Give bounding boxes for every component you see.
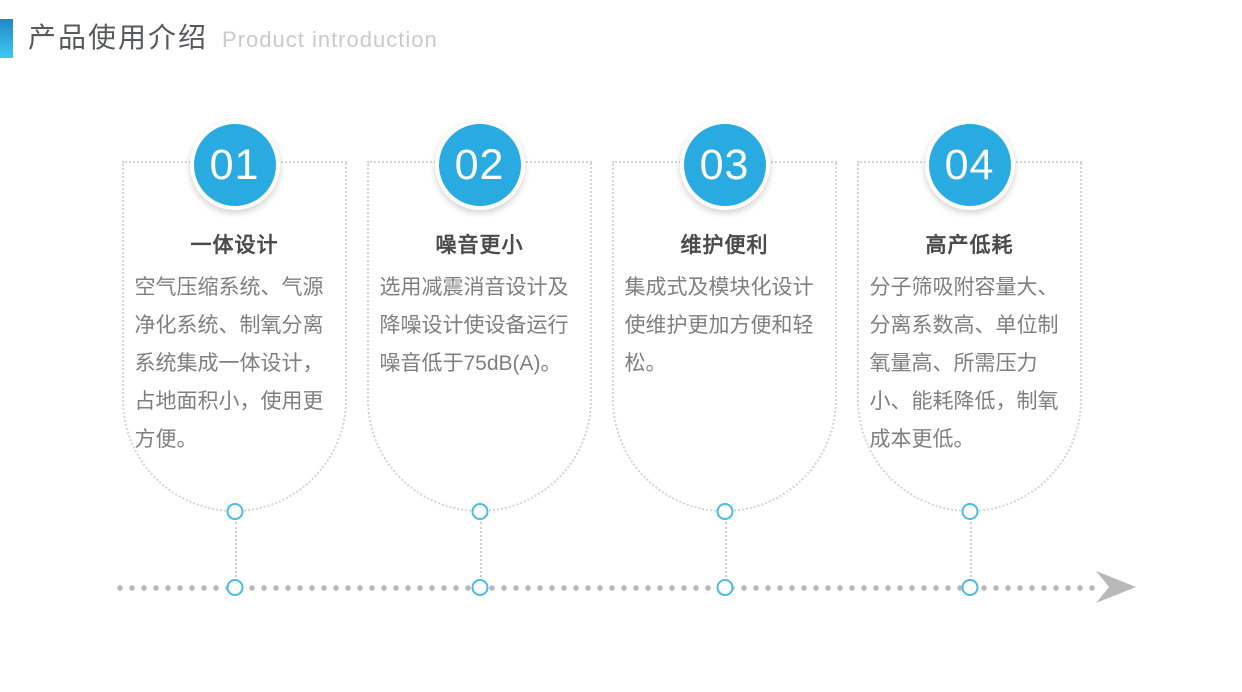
- step-card-title: 噪音更小: [435, 234, 524, 257]
- step-number: 02: [454, 140, 505, 189]
- step-number-badge: 04: [924, 120, 1015, 210]
- slide-header: 产品使用介绍 Product introduction: [28, 16, 438, 56]
- page-subtitle: Product introduction: [222, 27, 438, 52]
- step-card-body: 空气压缩系统、气源净化系统、制氧分离系统集成一体设计，占地面积小，使用更方便。: [134, 276, 324, 451]
- connector-dotted-line: [479, 522, 482, 577]
- step-card-body: 选用减震消音设计及降噪设计使设备运行噪音低于75dB(A)。: [379, 276, 569, 375]
- step-card-body: 集成式及模块化设计使维护更加方便和轻松。: [624, 276, 814, 375]
- card-bottom-node: [716, 503, 733, 520]
- step-card-title: 一体设计: [190, 234, 279, 257]
- step-number-badge: 03: [679, 120, 770, 210]
- step-number: 04: [944, 140, 995, 189]
- timeline-dotted-line: [114, 585, 1096, 591]
- connector-dotted-line: [234, 522, 237, 577]
- step-card-body: 分子筛吸附容量大、分离系数高、单位制氧量高、所需压力小、能耗降低，制氧成本更低。: [869, 276, 1059, 451]
- timeline-node: [226, 579, 243, 596]
- step-card: 高产低耗 分子筛吸附容量大、分离系数高、单位制氧量高、所需压力小、能耗降低，制氧…: [857, 161, 1082, 512]
- timeline-node: [471, 579, 488, 596]
- step-card: 维护便利 集成式及模块化设计使维护更加方便和轻松。: [612, 161, 837, 512]
- card-bottom-node: [226, 503, 243, 520]
- step-card: 一体设计 空气压缩系统、气源净化系统、制氧分离系统集成一体设计，占地面积小，使用…: [122, 161, 347, 512]
- connector-dotted-line: [969, 522, 972, 577]
- page-title: 产品使用介绍: [28, 22, 209, 53]
- timeline-node: [961, 579, 978, 596]
- card-bottom-node: [961, 503, 978, 520]
- step-number: 01: [209, 140, 260, 189]
- step-column-3: 维护便利 集成式及模块化设计使维护更加方便和轻松。 03: [612, 0, 837, 692]
- step-number-badge: 02: [434, 120, 525, 210]
- step-card-title: 高产低耗: [925, 234, 1014, 257]
- step-column-2: 噪音更小 选用减震消音设计及降噪设计使设备运行噪音低于75dB(A)。 02: [367, 0, 592, 692]
- step-card: 噪音更小 选用减震消音设计及降噪设计使设备运行噪音低于75dB(A)。: [367, 161, 592, 512]
- step-card-title: 维护便利: [680, 234, 769, 257]
- arrow-right-icon: [1096, 571, 1136, 603]
- step-column-1: 一体设计 空气压缩系统、气源净化系统、制氧分离系统集成一体设计，占地面积小，使用…: [122, 0, 347, 692]
- connector-dotted-line: [724, 522, 727, 577]
- step-column-4: 高产低耗 分子筛吸附容量大、分离系数高、单位制氧量高、所需压力小、能耗降低，制氧…: [857, 0, 1082, 692]
- step-number: 03: [699, 140, 750, 189]
- card-bottom-node: [471, 503, 488, 520]
- header-accent-bar: [0, 19, 13, 58]
- step-number-badge: 01: [189, 120, 280, 210]
- timeline-node: [716, 579, 733, 596]
